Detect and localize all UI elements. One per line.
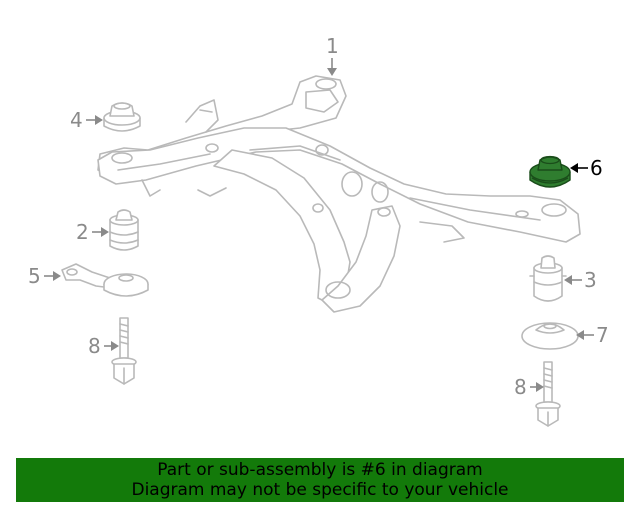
bolt-part-8-left (111, 317, 137, 385)
callout-7: 7 (576, 323, 609, 347)
bushing-part-6-highlighted[interactable] (529, 155, 571, 188)
part-info-banner: Part or sub-assembly is #6 in diagram Di… (16, 458, 624, 502)
callout-1: 1 (326, 34, 339, 76)
callout-label-7: 7 (596, 323, 609, 347)
banner-line-part: Part or sub-assembly is #6 in diagram (157, 460, 483, 480)
crossmember-part-1 (97, 75, 581, 313)
banner-line-disclaimer: Diagram may not be specific to your vehi… (131, 480, 509, 500)
bolt-part-8-right (535, 361, 561, 427)
bracket-part-5 (61, 263, 149, 297)
callout-label-8-left: 8 (88, 334, 101, 358)
stopper-part-7 (521, 322, 579, 350)
callout-6: 6 (570, 156, 603, 180)
callout-3: 3 (564, 268, 597, 292)
bushing-part-2 (109, 209, 139, 251)
callout-label-6: 6 (590, 156, 603, 180)
callout-5: 5 (28, 264, 61, 288)
callout-label-8-right: 8 (514, 375, 527, 399)
parts-diagram: 1 4 2 5 8 6 3 7 8 (28, 34, 609, 427)
callout-4: 4 (70, 108, 103, 132)
callout-label-5: 5 (28, 264, 41, 288)
callout-label-4: 4 (70, 108, 83, 132)
bushing-part-3 (529, 255, 567, 302)
callout-8-right: 8 (514, 375, 544, 399)
callout-label-3: 3 (584, 268, 597, 292)
callout-2: 2 (76, 220, 109, 244)
bushing-part-4 (103, 102, 141, 132)
callout-8-left: 8 (88, 334, 119, 358)
callout-label-2: 2 (76, 220, 89, 244)
callout-label-1: 1 (326, 34, 339, 58)
